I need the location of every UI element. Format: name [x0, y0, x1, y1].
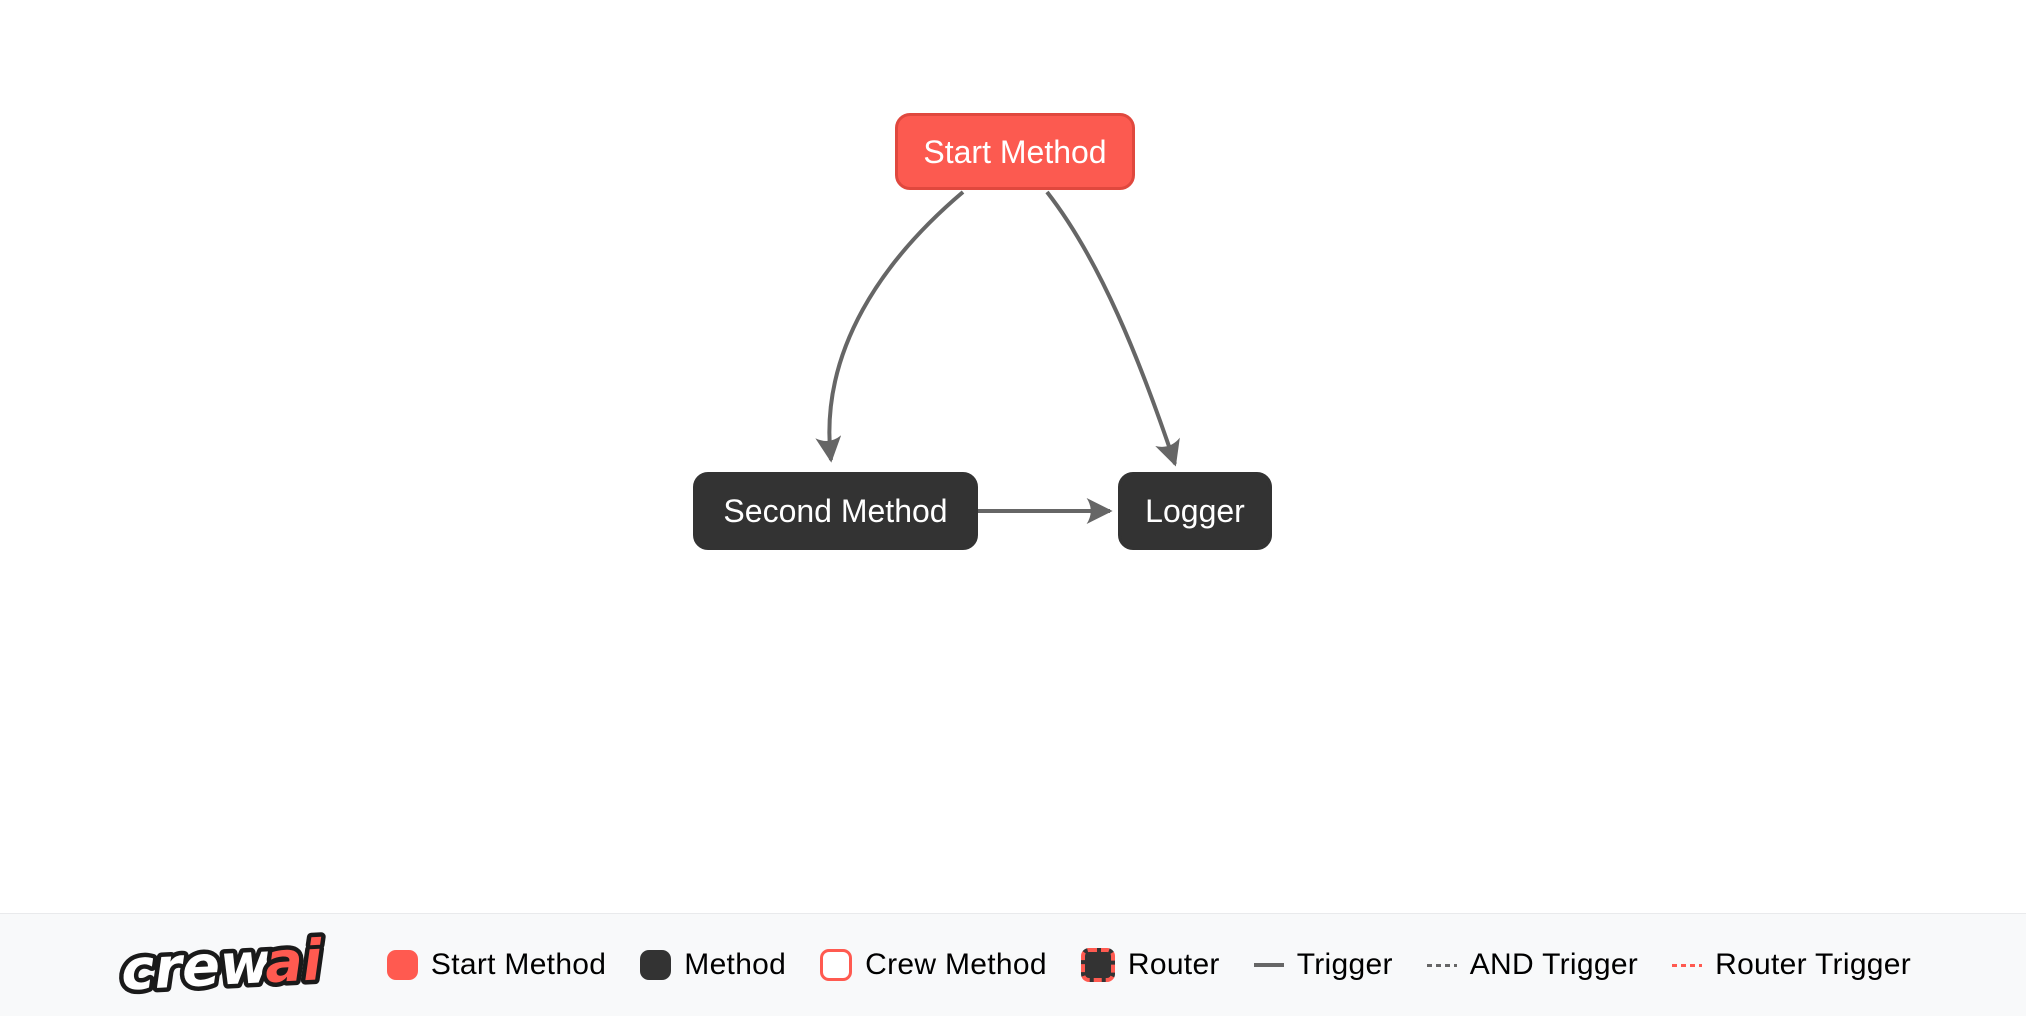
router-trigger-swatch-icon [1672, 963, 1703, 967]
node-logger[interactable]: Logger [1118, 472, 1272, 550]
start-method-swatch-icon [386, 950, 418, 980]
legend-item-start-method: Start Method [386, 948, 607, 982]
node-start-method[interactable]: Start Method [895, 113, 1135, 190]
legend-label-router-trigger: Router Trigger [1715, 948, 1912, 981]
legend-label-crew-method: Crew Method [865, 948, 1047, 981]
node-second-method[interactable]: Second Method [693, 472, 978, 550]
edge-start-method-to-second-method [815, 190, 965, 463]
legend-bar: crew ai Start Method Method Crew Method Rou… [0, 913, 2026, 1016]
legend-label-trigger: Trigger [1296, 948, 1393, 981]
legend-item-router: Router [1080, 948, 1220, 982]
legend-items: Start Method Method Crew Method Router Trigg… [386, 948, 1911, 982]
logo-text-ai: ai [263, 928, 324, 996]
trigger-swatch-icon [1253, 963, 1284, 967]
legend-item-method: Method [640, 948, 786, 982]
legend-item-router-trigger: Router Trigger [1672, 948, 1911, 982]
legend-label-start-method: Start Method [430, 948, 607, 981]
method-swatch-icon [640, 950, 672, 980]
legend-label-router: Router [1127, 948, 1220, 981]
router-swatch-icon [1080, 948, 1115, 982]
edge-start-method-to-logger [1045, 190, 1180, 467]
logo-text-crew: crew [119, 931, 273, 1003]
crewai-logo: crew ai [115, 927, 329, 1003]
edges-layer [815, 190, 1180, 524]
legend-item-and-trigger: AND Trigger [1426, 948, 1639, 982]
legend-label-method: Method [684, 948, 787, 981]
crew-method-swatch-icon [820, 949, 853, 981]
and-trigger-swatch-icon [1426, 963, 1457, 967]
legend-item-crew-method: Crew Method [820, 948, 1047, 982]
legend-item-trigger: Trigger [1253, 948, 1393, 982]
legend-label-and-trigger: AND Trigger [1469, 948, 1639, 981]
